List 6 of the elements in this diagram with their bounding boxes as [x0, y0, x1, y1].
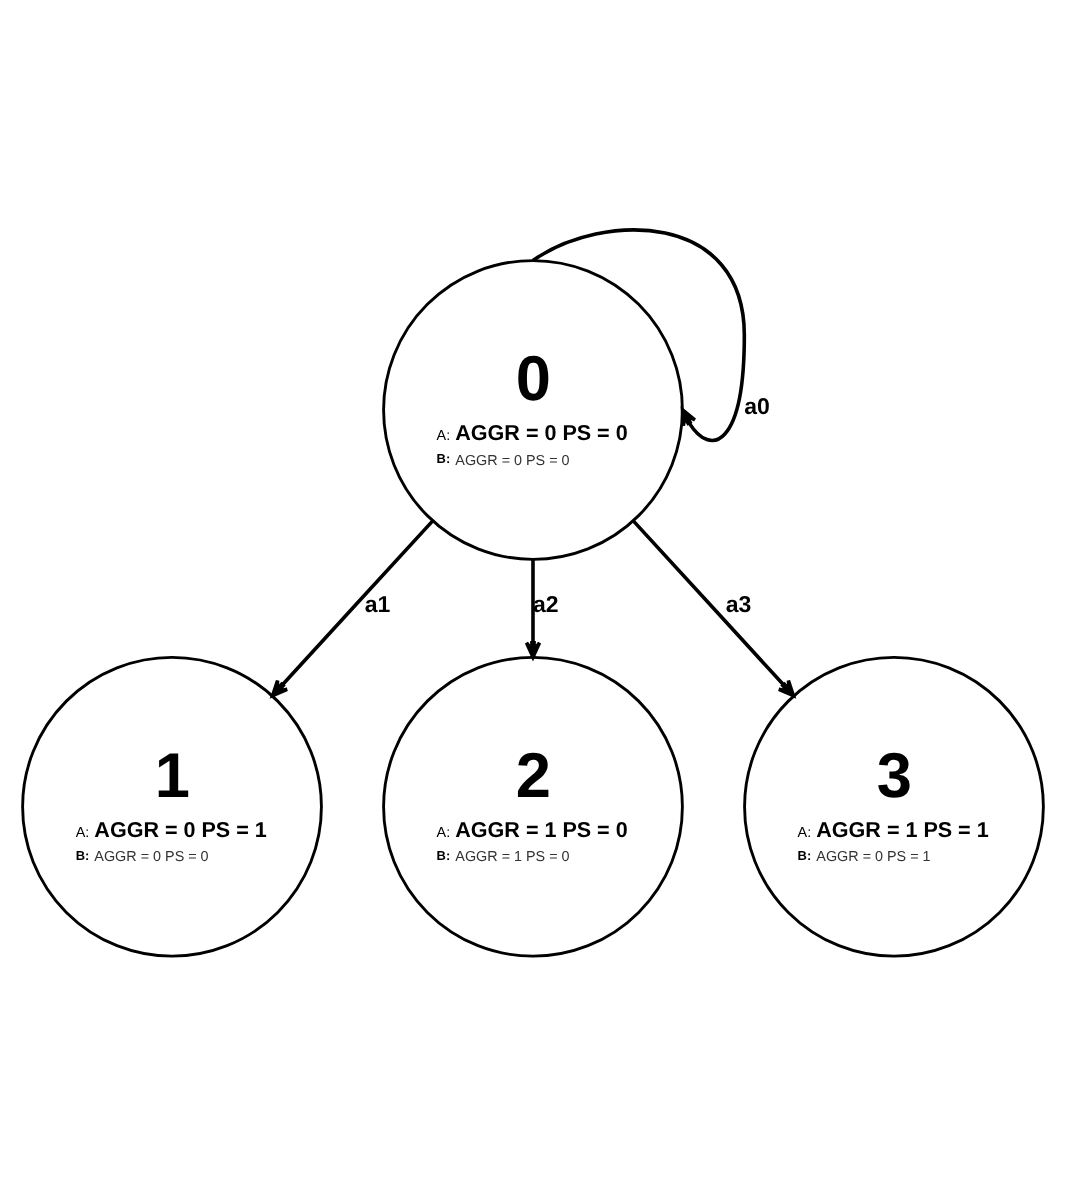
- arrow: [632, 518, 796, 697]
- edge-label: a0: [744, 395, 770, 420]
- arrow: [524, 558, 542, 658]
- edge-label: a1: [364, 593, 391, 618]
- edge-label: a3: [725, 593, 752, 618]
- arrow: [270, 518, 434, 697]
